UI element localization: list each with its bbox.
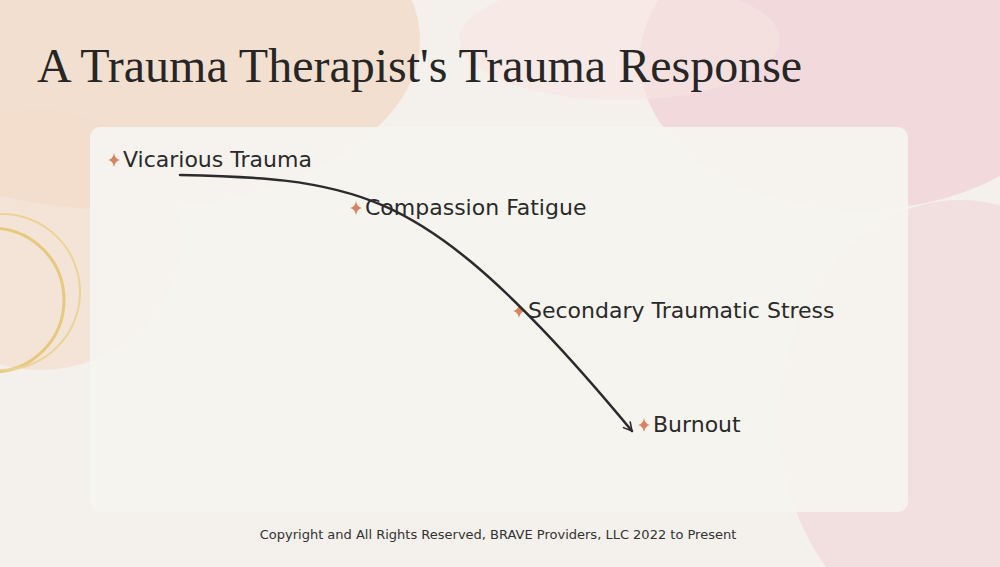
copyright-caption: Copyright and All Rights Reserved, BRAVE…	[0, 527, 996, 542]
bullet-item: Secondary Traumatic Stress	[513, 296, 835, 326]
bullet-item: Burnout	[638, 410, 741, 440]
item-label: Burnout	[653, 410, 741, 440]
star-shape	[350, 201, 362, 215]
bullet-item: Vicarious Trauma	[108, 145, 312, 175]
gold-ring	[0, 214, 80, 370]
star-bullet	[513, 304, 525, 318]
star-shape	[513, 304, 525, 318]
item-label: Secondary Traumatic Stress	[528, 296, 835, 326]
star-shape	[108, 153, 120, 167]
slide-title: A Trauma Therapist's Trauma Response	[37, 38, 802, 93]
star-shape	[638, 418, 650, 432]
star-bullet	[350, 201, 362, 215]
star-bullet	[638, 418, 650, 432]
bullet-item: Compassion Fatigue	[350, 193, 586, 223]
star-bullet	[108, 153, 120, 167]
content-panel	[90, 127, 908, 512]
item-label: Compassion Fatigue	[365, 193, 586, 223]
item-label: Vicarious Trauma	[123, 145, 312, 175]
curved-arrow	[180, 175, 632, 431]
